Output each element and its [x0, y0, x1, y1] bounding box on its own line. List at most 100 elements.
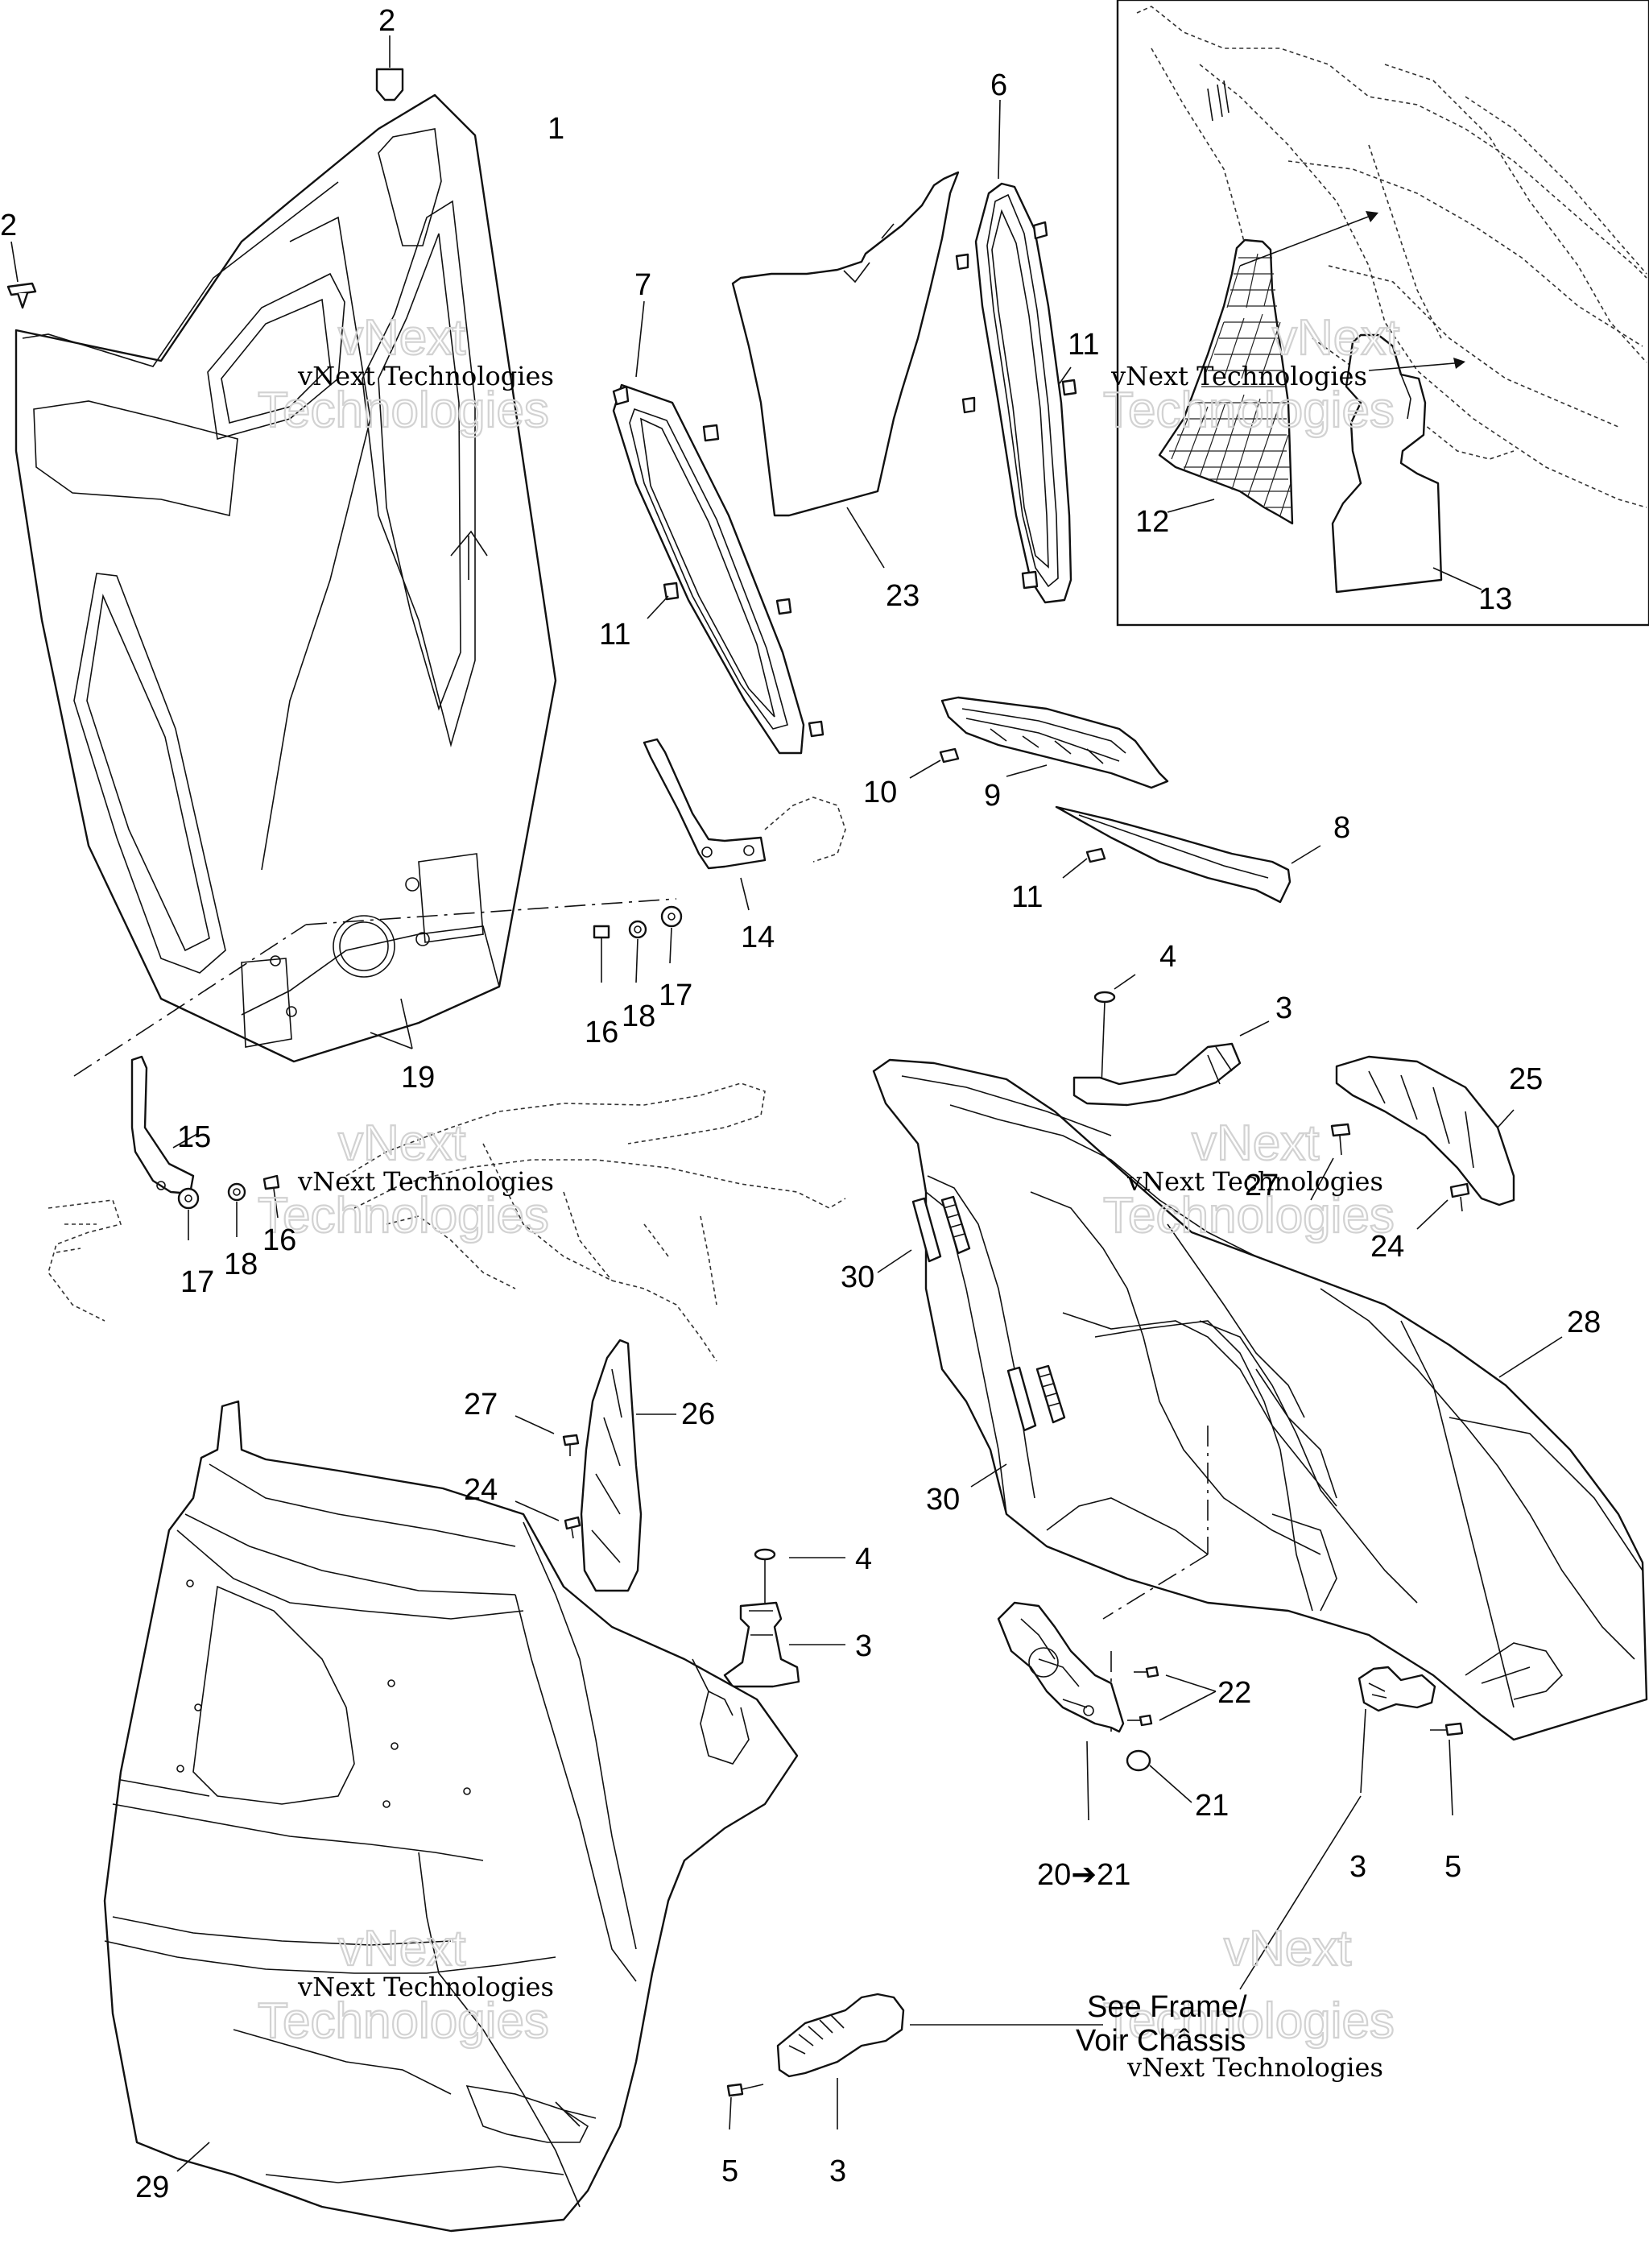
callout-27-left: 27	[464, 1388, 498, 1422]
svg-text:vNext Technologies: vNext Technologies	[297, 1166, 554, 1197]
callout-26: 26	[681, 1397, 715, 1431]
svg-text:Technologies: Technologies	[1103, 383, 1395, 438]
callout-16-upper: 16	[585, 1016, 618, 1049]
callout-17-upper: 17	[659, 979, 692, 1012]
svg-text:See Frame/: See Frame/	[1087, 1990, 1247, 2024]
callout-29: 29	[135, 2171, 169, 2204]
reference-note: See Frame/ Voir Châssis	[1076, 1990, 1247, 2058]
callout-7: 7	[634, 268, 651, 302]
svg-text:vNext: vNext	[1272, 310, 1399, 366]
callout-5-right: 5	[1444, 1850, 1461, 1884]
callout-13: 13	[1478, 582, 1512, 616]
part-9-trim	[940, 696, 1169, 789]
part-5-screw-lower	[726, 2083, 764, 2130]
callout-11-left: 11	[599, 618, 630, 652]
callout-3-right: 3	[1349, 1850, 1366, 1884]
callout-24-left: 24	[464, 1473, 498, 1507]
part-26-panel	[580, 1339, 676, 1592]
callout-4-middle: 4	[855, 1542, 872, 1576]
svg-text:vNext: vNext	[338, 1115, 465, 1171]
callout-17-lower: 17	[180, 1265, 214, 1299]
svg-text:vNext: vNext	[338, 1921, 465, 1976]
callout-23: 23	[886, 579, 920, 613]
callout-1: 1	[548, 112, 564, 146]
callout-2-top: 2	[378, 4, 395, 38]
part-5-screw-right	[1430, 1722, 1464, 1816]
part-25-panel	[1335, 1055, 1515, 1206]
part-10-clip	[909, 747, 960, 779]
callout-18-lower: 18	[224, 1248, 258, 1281]
part-3-handle-middle	[723, 1601, 845, 1688]
svg-text:vNext Technologies: vNext Technologies	[297, 1972, 554, 2002]
callout-6: 6	[990, 68, 1007, 102]
part-3-handle-upper	[1072, 1020, 1270, 1107]
part-30-strip-lower	[970, 1364, 1066, 1488]
callout-20-21: 20➔21	[1037, 1858, 1130, 1892]
part-12-mesh-foam	[1158, 211, 1378, 525]
callout-21: 21	[1195, 1789, 1229, 1823]
part-24-screw-right	[1416, 1182, 1470, 1230]
callout-4-upper: 4	[1159, 940, 1176, 974]
ghost-lower-left	[48, 1199, 122, 1322]
callout-30-upper: 30	[841, 1260, 874, 1294]
part-20-bracket	[997, 1601, 1125, 1821]
callout-3-middle: 3	[855, 1629, 872, 1663]
part-4-cap-upper	[1093, 974, 1136, 1086]
part-19-leader	[370, 998, 413, 1049]
callout-5-lower: 5	[721, 2154, 738, 2188]
part-29-side-panel	[103, 1400, 799, 2233]
callout-10: 10	[863, 776, 897, 809]
part-8-trim	[1055, 805, 1321, 904]
callout-27-right: 27	[1245, 1169, 1279, 1202]
part-16-bolt-lower	[262, 1174, 280, 1219]
inset-frame	[1116, 0, 1649, 627]
svg-text:Technologies: Technologies	[258, 1188, 549, 1244]
part-17-washer-lower	[177, 1187, 200, 1240]
part-23-foam-block	[731, 171, 960, 569]
callout-8: 8	[1333, 811, 1350, 845]
callout-25: 25	[1509, 1062, 1543, 1096]
callout-28: 28	[1567, 1306, 1601, 1339]
part-13-foam	[1331, 333, 1482, 594]
svg-text:vNext Technologies: vNext Technologies	[1110, 361, 1367, 391]
part-28-side-panel	[872, 1058, 1648, 1741]
reference-leader	[1239, 1795, 1362, 1990]
callout-18-upper: 18	[622, 999, 655, 1033]
part-17-washer-upper	[660, 905, 683, 964]
callout-14: 14	[741, 921, 775, 954]
part-7-vent-frame	[612, 300, 824, 755]
part-21-grommet	[1126, 1749, 1192, 1803]
svg-text:vNext Technologies: vNext Technologies	[297, 361, 554, 391]
callout-11-right: 11	[1068, 328, 1099, 362]
part-22-screws	[1127, 1666, 1217, 1727]
part-3-grip-lower	[776, 1993, 1103, 2129]
part-30-strip-upper	[877, 1195, 971, 1273]
part-6-vent-frame	[955, 99, 1077, 604]
callout-30-lower: 30	[926, 1483, 960, 1517]
svg-text:Technologies: Technologies	[1103, 1993, 1395, 2049]
callout-16-lower: 16	[262, 1223, 296, 1257]
svg-text:Technologies: Technologies	[258, 1993, 549, 2049]
callout-15: 15	[177, 1120, 211, 1154]
callout-2-left: 2	[0, 209, 17, 242]
part-1-side-panel	[14, 93, 557, 1063]
part-24-screw-left	[515, 1500, 581, 1539]
part-18-washer-lower	[227, 1182, 246, 1237]
svg-text:vNext: vNext	[1224, 1921, 1351, 1976]
part-11-clip-lower	[1062, 847, 1106, 879]
part-2-clip-left	[6, 241, 37, 309]
callout-11-lower: 11	[1011, 880, 1043, 914]
part-27-screw-left	[515, 1415, 580, 1456]
part-3-handle-right	[1358, 1666, 1436, 1794]
ghost-center-frame	[345, 1082, 846, 1362]
part-15-bracket	[73, 924, 307, 1195]
part-18-washer-upper	[628, 920, 647, 983]
svg-text:Voir Châssis: Voir Châssis	[1076, 2024, 1246, 2058]
callout-24-right: 24	[1370, 1230, 1404, 1264]
callout-3-upper: 3	[1275, 991, 1292, 1025]
svg-text:vNext Technologies: vNext Technologies	[1126, 2052, 1383, 2083]
part-27-screw-right	[1310, 1123, 1351, 1201]
callout-22: 22	[1217, 1676, 1251, 1710]
callout-labels: 2 1 2 6 7 11 23 11 12 13 10 9 8 11 14 16…	[0, 4, 1601, 2204]
